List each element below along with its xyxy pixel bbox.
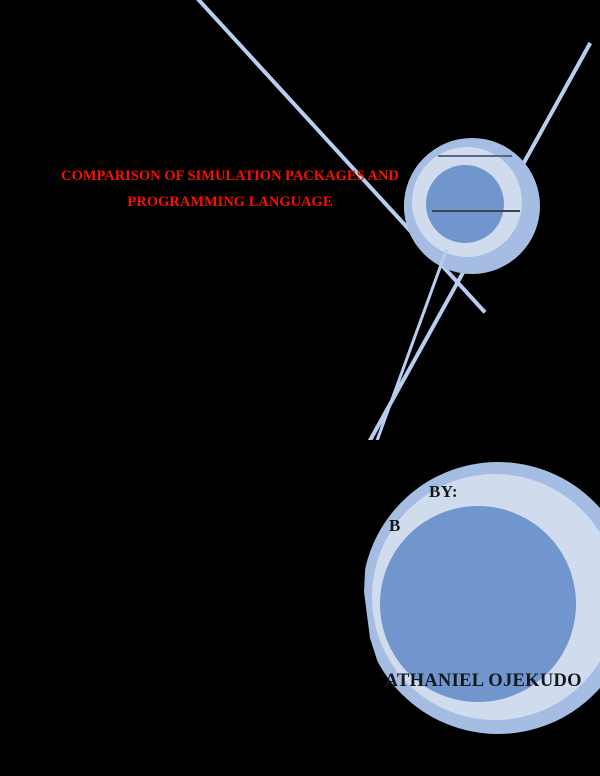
top-circle-horizontal-rule-2	[432, 210, 520, 212]
top-circle-inner-disc-2	[426, 165, 504, 243]
byline-sub-label-fg: B	[389, 516, 401, 535]
page-title-line-2-fg: PROGRAMMING LANGUAGE	[127, 194, 333, 210]
top-circle-upper-rule-2	[438, 155, 512, 157]
byline-label-fg: BY:	[429, 482, 458, 501]
page-title-foreground: COMPARISON OF SIMULATION PACKAGES AND PR…	[40, 163, 420, 215]
page-title-line-1-fg: COMPARISON OF SIMULATION PACKAGES AND	[61, 168, 399, 184]
author-name-fg: NATHANIEL OJEKUDO	[371, 671, 582, 691]
